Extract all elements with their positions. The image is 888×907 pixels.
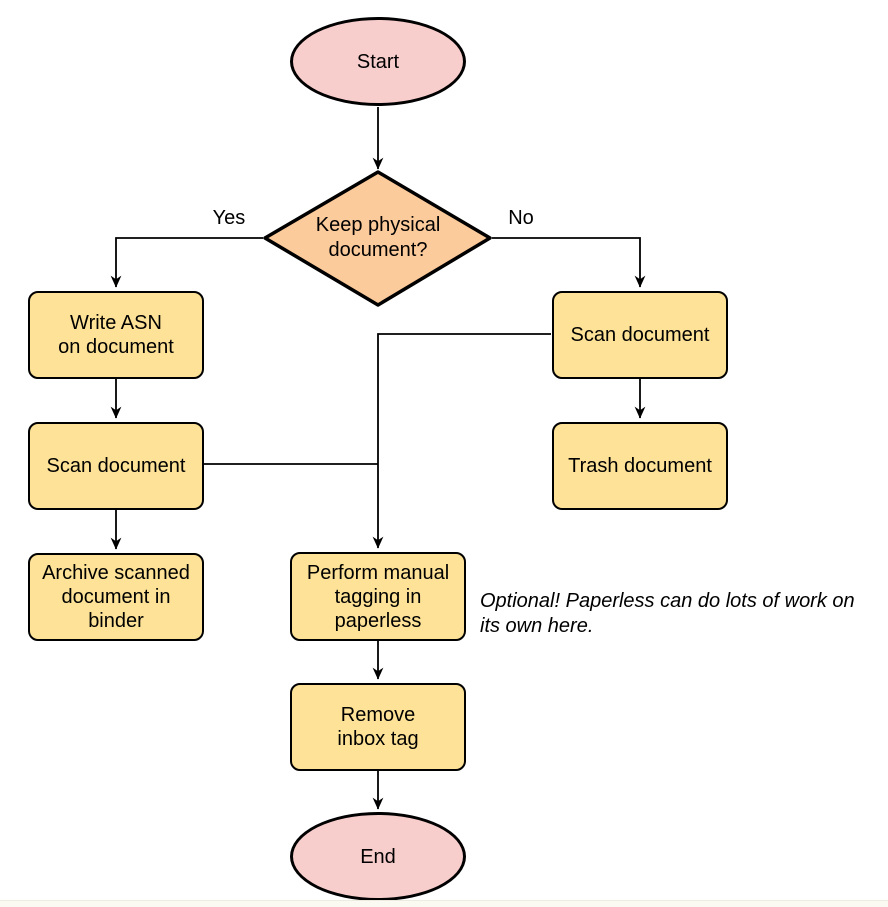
remove-inbox-tag-node: Remove inbox tag [290,683,466,771]
scan-document-right-node: Scan document [552,291,728,379]
write-asn-node: Write ASN on document [28,291,204,379]
archive-document-node: Archive scanned document in binder [28,553,204,641]
page-bottom-edge [0,900,888,907]
start-node: Start [290,17,466,106]
connector-decision-no-to-scan-right [492,237,646,288]
scan-document-left-node: Scan document [28,422,204,510]
decision-diamond-shape [263,170,492,307]
optional-annotation: Optional! Paperless can do lots of work … [480,590,855,637]
edge-label-yes: Yes [212,207,246,229]
connector-scan-right-to-tagging [372,333,551,549]
trash-document-node: Trash document [552,422,728,510]
manual-tagging-node: Perform manual tagging in paperless [290,552,466,641]
decision-node-label: Keep physical document? [315,214,441,261]
edge-label-no: No [508,207,534,229]
end-node: End [290,812,466,901]
connector-decision-yes-to-write-asn [110,237,263,288]
